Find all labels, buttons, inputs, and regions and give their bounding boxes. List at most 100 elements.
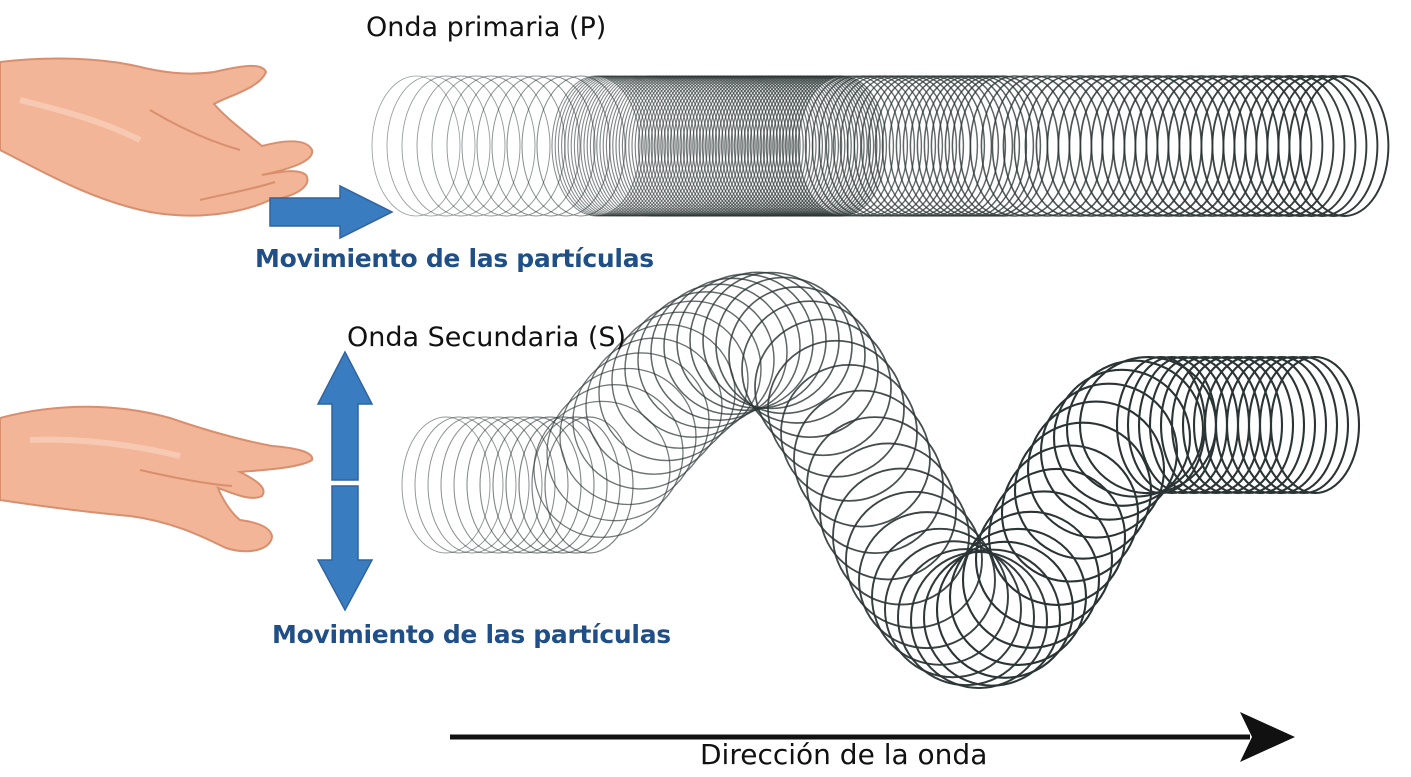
coil-ring [1192, 355, 1284, 495]
coil-ring [951, 75, 1042, 217]
coil-ring [948, 527, 1088, 666]
coil-ring [663, 277, 801, 416]
coil-ring [572, 352, 710, 490]
coil-ring [845, 490, 983, 629]
coil-ring [888, 75, 979, 217]
coil-ring [944, 75, 1035, 217]
coil-ring [1269, 355, 1361, 495]
coil-ring [754, 318, 892, 457]
coil-ring [909, 550, 1049, 690]
coil-ring [793, 389, 931, 528]
coil-ring [650, 283, 788, 421]
coil-ring [401, 416, 491, 554]
coil-ring [611, 311, 749, 449]
coil-ring [676, 273, 814, 412]
coil-ring [818, 75, 909, 217]
coil-ring [637, 291, 775, 429]
coil-ring [811, 75, 902, 217]
arrow-right-icon [269, 184, 394, 240]
coil-ring [1258, 355, 1350, 495]
coil-ring [446, 75, 536, 217]
coil-ring [546, 384, 684, 522]
coil-ring [531, 416, 621, 554]
coil-ring [853, 75, 944, 217]
coil-ring [1299, 75, 1390, 217]
coil-ring [987, 467, 1127, 606]
coil-ring [479, 416, 569, 554]
coil-ring [867, 75, 958, 217]
coil-ring [874, 75, 965, 217]
hand-push-icon [0, 57, 314, 217]
coil-ring [1236, 355, 1328, 495]
coil-ring [767, 339, 905, 478]
coil-ring [780, 364, 918, 502]
coil-ring [386, 75, 476, 217]
coil-ring [728, 286, 866, 424]
coil-ring [371, 75, 461, 217]
p-wave-motion-label: Movimiento de las partículas [255, 244, 654, 273]
coil-ring [896, 548, 1036, 687]
hand-shake-icon [0, 405, 314, 553]
p-wave-spring [371, 75, 1390, 217]
coil-ring [1026, 400, 1166, 539]
coil-ring [585, 337, 723, 475]
coil-ring [1214, 355, 1306, 495]
coil-ring [825, 75, 916, 217]
coil-ring [1247, 355, 1339, 495]
coil-ring [1225, 355, 1317, 495]
coil-ring [624, 300, 762, 438]
coil-ring [806, 416, 944, 555]
coil-ring [1288, 75, 1379, 217]
coil-ring [414, 416, 504, 554]
arrow-down-half [316, 485, 374, 612]
coil-ring [930, 75, 1021, 217]
coil-ring [401, 75, 491, 217]
coil-ring [533, 400, 671, 539]
p-wave-title: Onda primaria (P) [366, 12, 607, 43]
coil-ring [937, 75, 1028, 217]
coil-ring [804, 75, 895, 217]
coil-ring [741, 300, 879, 439]
coil-ring [461, 75, 551, 217]
coil-ring [491, 75, 581, 217]
s-wave-title: Onda Secundaria (S) [347, 322, 627, 353]
coil-ring [1266, 75, 1357, 217]
s-wave-spring [401, 271, 1361, 690]
coil-ring [832, 75, 923, 217]
coil-ring [909, 75, 1000, 217]
coil-ring [916, 75, 1007, 217]
coil-ring [1052, 368, 1192, 507]
coil-ring [846, 75, 937, 217]
direction-label: Dirección de la onda [700, 738, 988, 771]
coil-ring [1065, 359, 1205, 498]
arrow-up-down-icon [316, 350, 374, 481]
coil-ring [871, 527, 1009, 666]
coil-ring [974, 490, 1114, 629]
coil-ring [1039, 382, 1179, 521]
coil-ring [505, 416, 595, 554]
coil-ring [506, 75, 596, 217]
coil-ring [544, 416, 634, 554]
coil-ring [839, 75, 930, 217]
coil-ring [536, 75, 626, 217]
coil-ring [1222, 75, 1313, 217]
coil-ring [902, 75, 993, 217]
coil-ring [923, 75, 1014, 217]
coil-ring [427, 416, 517, 554]
arrow-long-right-icon [450, 712, 1295, 762]
coil-ring [922, 548, 1062, 687]
coil-ring [440, 416, 530, 554]
coil-ring [1203, 355, 1295, 495]
coil-ring [858, 511, 996, 650]
coil-ring [715, 276, 853, 415]
coil-ring [832, 467, 970, 606]
coil-ring [961, 510, 1101, 649]
coil-ring [895, 75, 986, 217]
coil-ring [819, 442, 957, 581]
coil-ring [1255, 75, 1346, 217]
coil-ring [416, 75, 506, 217]
coil-ring [1000, 444, 1140, 583]
coil-ring [1233, 75, 1324, 217]
